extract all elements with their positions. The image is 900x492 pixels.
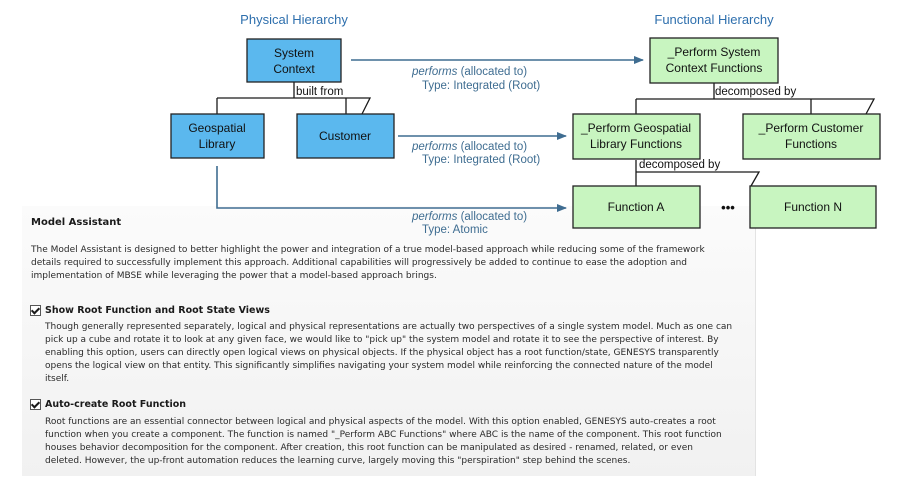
performs-annotation: performs (allocated to)	[411, 66, 527, 78]
perform-system-context-box[interactable]	[649, 37, 779, 84]
perform-geospatial-box[interactable]	[572, 113, 701, 160]
panel-title: Model Assistant	[31, 217, 122, 228]
physical-hierarchy-heading: Physical Hierarchy	[240, 12, 348, 27]
system-context-label: System	[274, 46, 314, 60]
functional-tree-connector	[635, 82, 876, 187]
physical-tree-connector	[216, 82, 372, 115]
intro-line: The Model Assistant is designed to bette…	[31, 245, 705, 255]
decomposed-by-label: decomposed by	[639, 159, 720, 171]
option2-desc-line: Root functions are an essential connecto…	[45, 417, 716, 427]
type-label: Type: Atomic	[422, 224, 488, 236]
function-n-box[interactable]	[749, 185, 877, 229]
type-label: Type: Integrated (Root)	[422, 154, 540, 166]
option1-desc-line: enabling this option, users can directly…	[45, 348, 719, 358]
model-assistant-panel	[22, 206, 756, 476]
auto-create-root-function-checkbox[interactable]	[30, 399, 41, 410]
intro-line: implementation of MBSE while leveraging …	[31, 271, 437, 281]
function-a-box[interactable]	[572, 185, 701, 229]
performs-annotation: performs (allocated to)	[411, 211, 527, 223]
function-a-label: Function A	[608, 200, 665, 214]
performs-arrows	[216, 56, 644, 212]
auto-create-root-function-label[interactable]: Auto-create Root Function	[45, 399, 187, 410]
customer-label: Customer	[319, 129, 371, 143]
customer-box[interactable]	[296, 113, 395, 159]
decomposed-by-label: decomposed by	[715, 86, 796, 98]
perform-geospatial-label: Library Functions	[590, 137, 682, 151]
perform-customer-label: Functions	[785, 137, 837, 151]
geospatial-library-label: Geospatial	[188, 121, 245, 135]
built-from-label: built from	[296, 86, 343, 98]
option2-desc-line: function when you create a component. Th…	[45, 430, 722, 440]
option2-desc-line: houses behavior decomposition for the co…	[45, 443, 693, 453]
intro-line: details required to successfully impleme…	[31, 258, 688, 268]
perform-customer-label: _Perform Customer	[758, 121, 864, 135]
perform-system-context-label: Context Functions	[666, 61, 763, 75]
geospatial-library-box[interactable]	[170, 113, 265, 159]
system-context-box[interactable]	[246, 38, 342, 83]
more-functions-ellipsis: •••	[721, 200, 735, 215]
type-label: Type: Integrated (Root)	[422, 80, 540, 92]
perform-geospatial-label: _Perform Geospatial	[580, 121, 691, 135]
function-n-label: Function N	[784, 200, 842, 214]
functional-hierarchy-heading: Functional Hierarchy	[654, 12, 774, 27]
option2-desc-line: deleted. However, the up-front automatio…	[45, 456, 631, 466]
performs-annotation: performs (allocated to)	[411, 141, 527, 153]
option1-desc-line: itself.	[45, 374, 70, 384]
perform-customer-box[interactable]	[742, 113, 881, 160]
show-root-views-checkbox[interactable]	[30, 305, 41, 316]
perform-system-context-label: _Perform System	[667, 45, 761, 59]
geospatial-library-label: Library	[199, 137, 236, 151]
system-context-label: Context	[273, 62, 315, 76]
show-root-views-label[interactable]: Show Root Function and Root State Views	[45, 305, 270, 316]
option1-desc-line: pick up a cube and rotate it to look at …	[45, 335, 719, 345]
option1-desc-line: opens the logical view on that entity. T…	[45, 361, 713, 371]
option1-desc-line: Though generally represented separately,…	[45, 322, 733, 332]
